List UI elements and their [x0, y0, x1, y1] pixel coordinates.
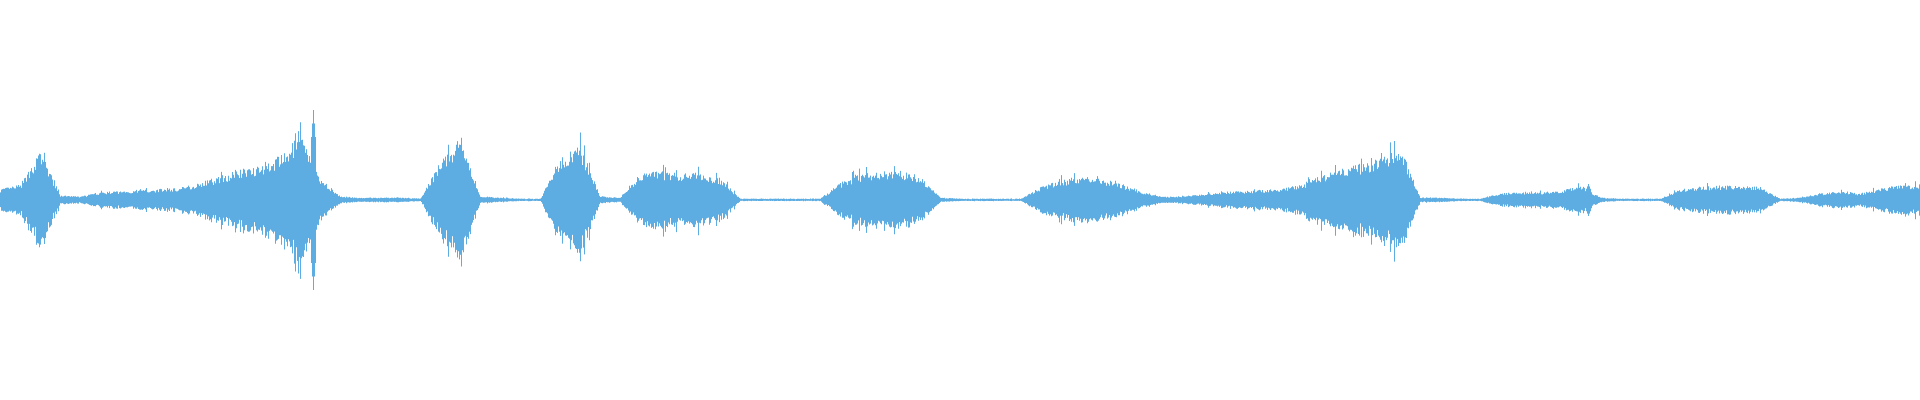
waveform-amplitude-path — [0, 110, 1920, 290]
waveform-bars — [0, 110, 1920, 290]
